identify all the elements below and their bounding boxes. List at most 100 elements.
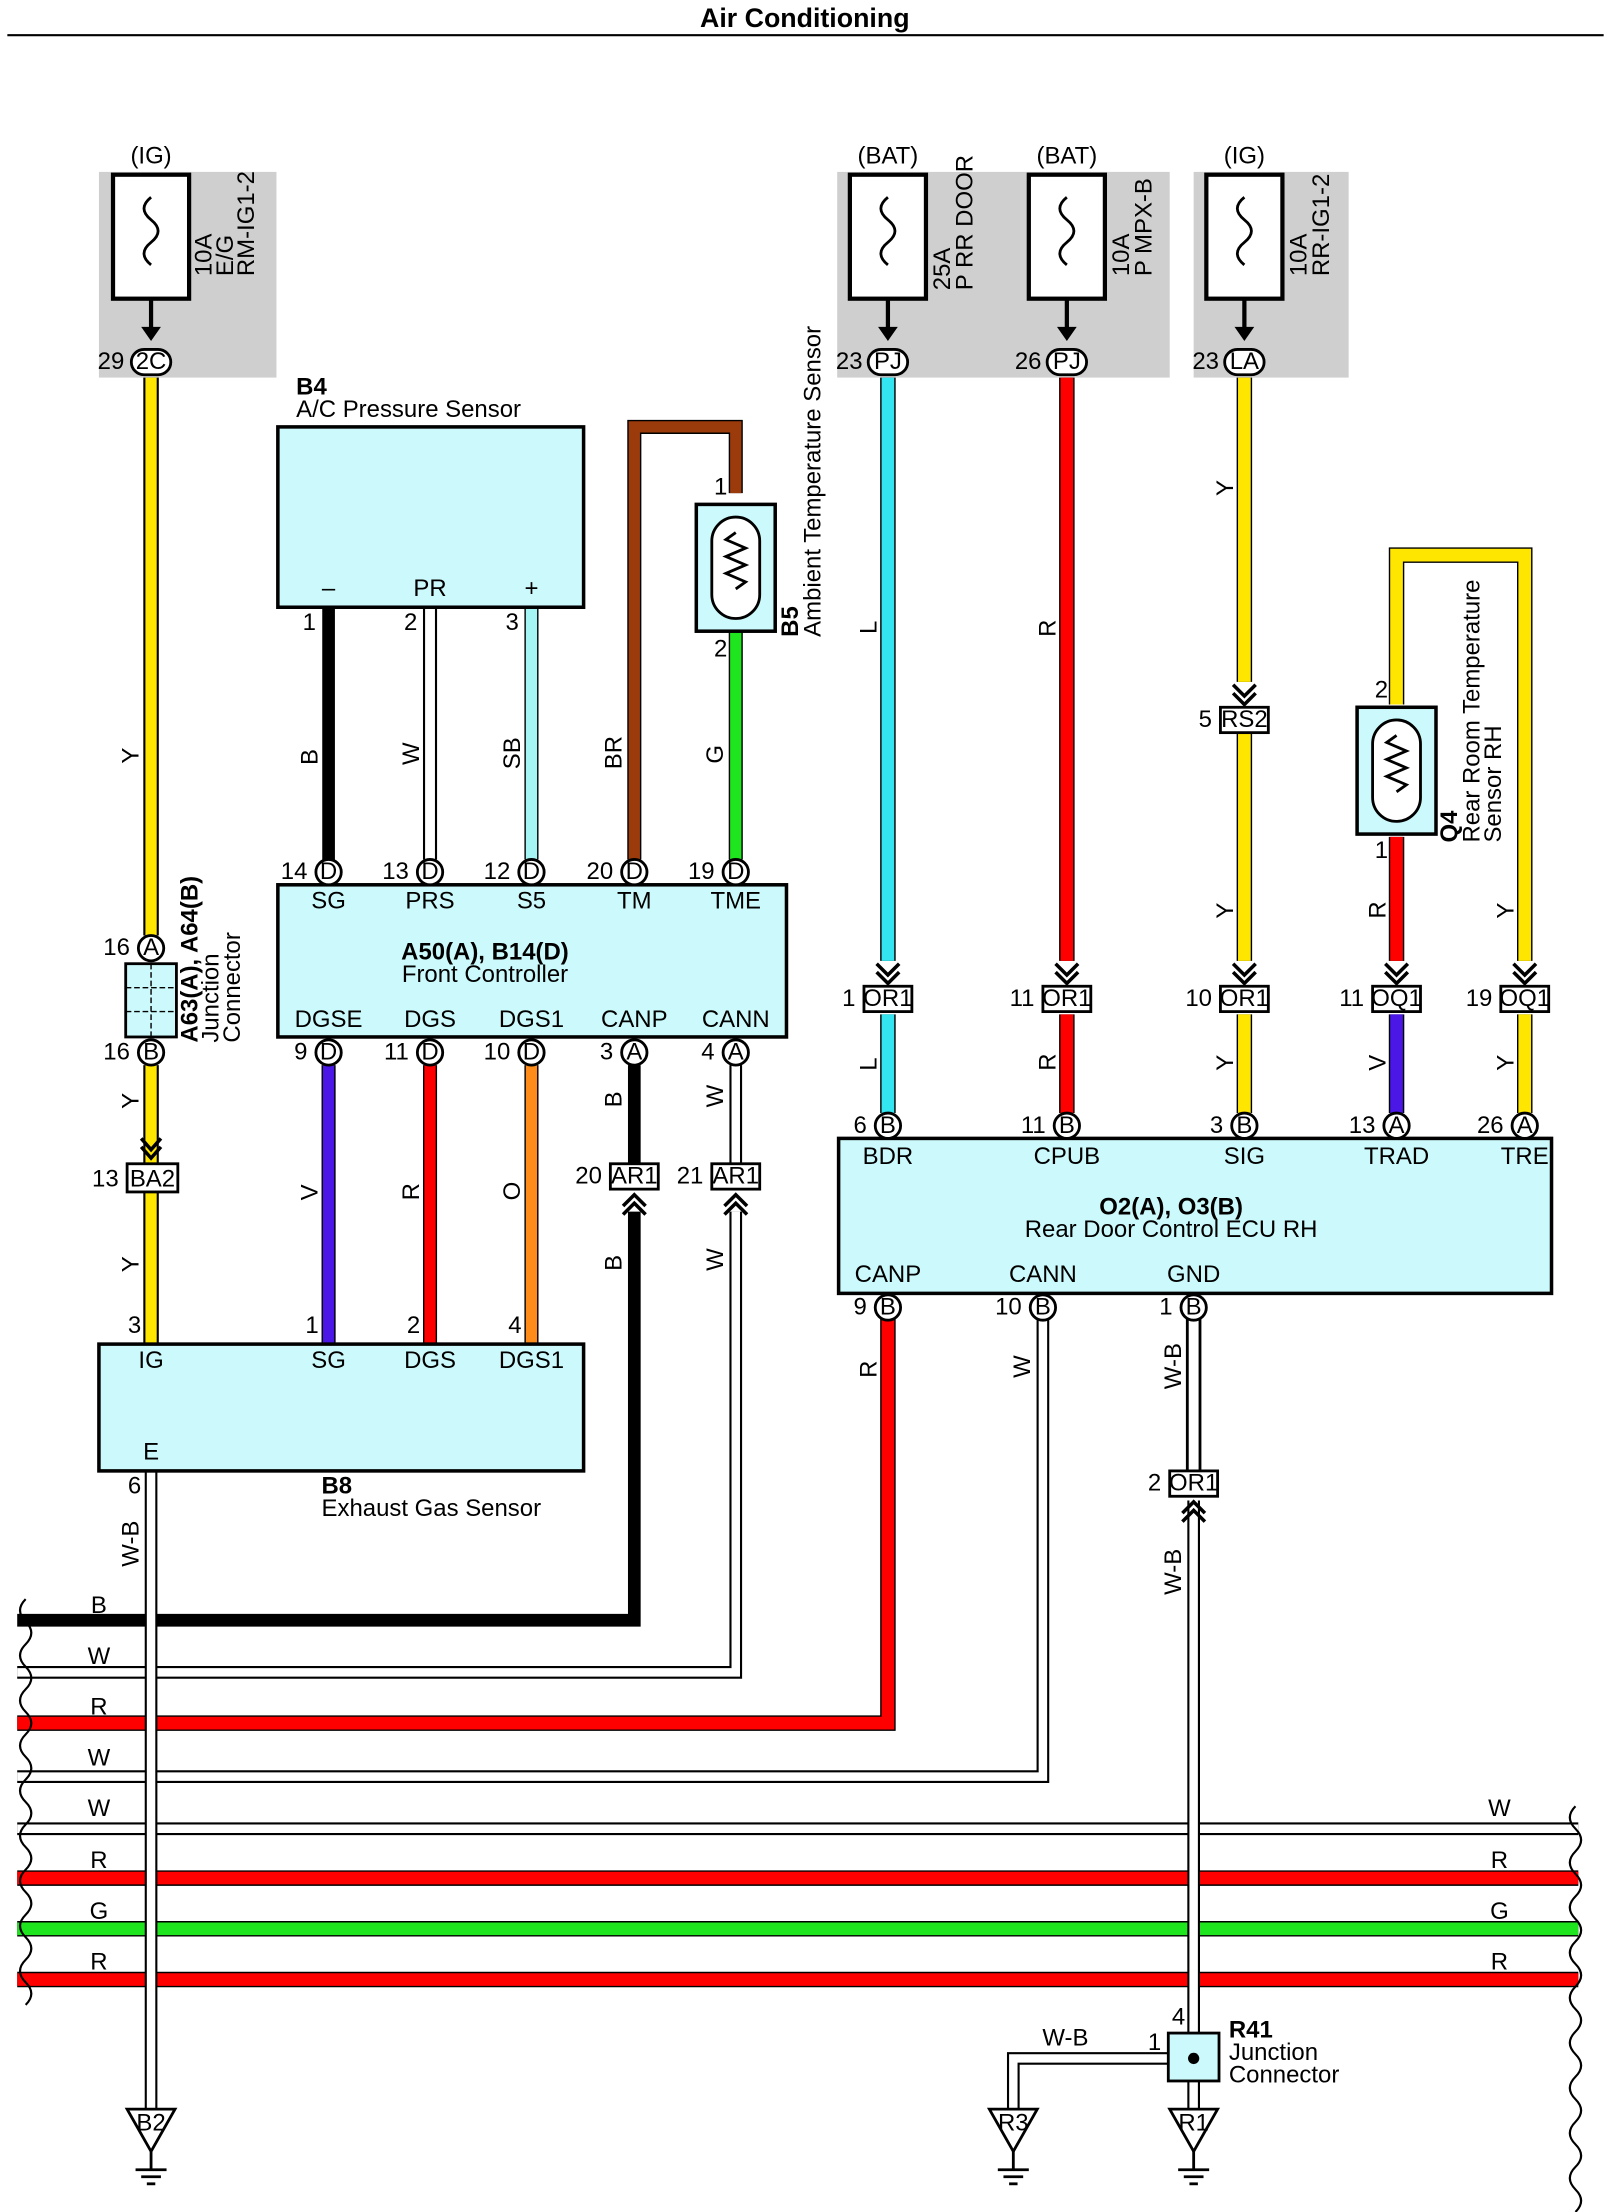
svg-text:SG: SG: [311, 888, 346, 915]
svg-text:OR1: OR1: [1042, 985, 1091, 1012]
grounds: B2 R3 R1: [124, 2107, 1221, 2186]
svg-text:CANP: CANP: [601, 1006, 668, 1033]
svg-text:Front Controller: Front Controller: [402, 961, 568, 988]
svg-text:SIG: SIG: [1224, 1143, 1265, 1170]
svg-text:S5: S5: [517, 888, 546, 915]
fuse-supply: (IG): [130, 142, 171, 169]
svg-text:2: 2: [404, 609, 417, 636]
svg-text:1: 1: [1159, 1294, 1172, 1321]
svg-text:RR-IG1-2: RR-IG1-2: [1308, 174, 1335, 276]
rear-door-control-ecu: O2(A), O3(B) Rear Door Control ECU RH BD…: [836, 1111, 1554, 1322]
svg-text:RS2: RS2: [1221, 706, 1268, 733]
svg-text:3: 3: [505, 609, 518, 636]
svg-text:Q4: Q4: [1436, 810, 1463, 843]
svg-text:R41: R41: [1229, 2016, 1273, 2043]
svg-text:AR1: AR1: [712, 1162, 759, 1189]
svg-text:10: 10: [995, 1294, 1022, 1321]
svg-text:D: D: [523, 1039, 540, 1066]
svg-text:PJ: PJ: [874, 348, 902, 375]
wires: [17, 377, 1579, 2110]
fuse-icon: [1058, 196, 1076, 266]
svg-text:RM-IG1-2: RM-IG1-2: [233, 171, 260, 276]
svg-text:W: W: [88, 1643, 111, 1670]
svg-text:R: R: [1035, 1053, 1062, 1070]
svg-text:A: A: [1517, 1112, 1533, 1139]
svg-text:W: W: [1009, 1355, 1036, 1378]
diagram-title: Air Conditioning: [700, 3, 909, 33]
svg-text:Connector: Connector: [1229, 2061, 1339, 2088]
svg-text:29: 29: [98, 348, 125, 375]
svg-text:(IG): (IG): [1224, 142, 1265, 169]
connector-or1-r: OR1 11: [1010, 962, 1093, 1014]
svg-text:O: O: [499, 1182, 526, 1201]
svg-text:DGS1: DGS1: [499, 1006, 564, 1033]
svg-text:B: B: [601, 1091, 628, 1107]
wire-labels: Y Y Y B W SB BR G V R O B W B W W-B L R …: [117, 480, 1519, 2052]
svg-text:16: 16: [103, 1039, 130, 1066]
fuse-ig-left: (IG) 10A E/G RM-IG1-2 29 2C: [98, 142, 260, 377]
connector-oq1-b: OQ1 19: [1466, 962, 1551, 1014]
svg-text:A63(A), A64(B): A63(A), A64(B): [177, 876, 204, 1043]
svg-text:3: 3: [128, 1312, 141, 1339]
svg-text:W: W: [88, 1744, 111, 1771]
svg-text:R1: R1: [1178, 2109, 1209, 2136]
svg-text:R: R: [90, 1694, 107, 1721]
svg-text:DGS: DGS: [404, 1006, 456, 1033]
front-bottom-terms: DGSE DGS DGS1 CANP CANN 9 11 10 3 4 D D …: [294, 1006, 770, 1067]
fuse-ig-rr: (IG) 10A RR-IG1-2 23 LA: [1192, 142, 1335, 377]
svg-text:OR1: OR1: [1220, 985, 1269, 1012]
svg-text:G: G: [1490, 1898, 1509, 1925]
fuse-icon: [1235, 196, 1253, 266]
svg-text:1: 1: [714, 474, 727, 501]
svg-text:2: 2: [407, 1312, 420, 1339]
svg-text:PR: PR: [413, 575, 446, 602]
front-controller: A50(A), B14(D) Front Controller SG PRS S…: [276, 858, 789, 1067]
svg-text:Y: Y: [117, 1256, 144, 1272]
svg-text:Y: Y: [117, 1093, 144, 1109]
svg-text:26: 26: [1015, 348, 1042, 375]
svg-text:+: +: [524, 575, 538, 602]
svg-text:(BAT): (BAT): [1036, 142, 1097, 169]
ground-b2: B2: [124, 2107, 178, 2186]
svg-text:11: 11: [384, 1039, 409, 1066]
svg-text:R: R: [90, 1847, 107, 1874]
svg-text:13: 13: [382, 858, 409, 885]
svg-text:11: 11: [1010, 985, 1035, 1012]
svg-text:A: A: [728, 1039, 744, 1066]
svg-text:1: 1: [1148, 2029, 1161, 2056]
svg-text:B4: B4: [296, 373, 327, 400]
svg-text:R: R: [856, 1361, 883, 1378]
svg-text:13: 13: [1349, 1112, 1376, 1139]
svg-text:E: E: [143, 1439, 159, 1466]
svg-text:O2(A), O3(B): O2(A), O3(B): [1099, 1193, 1243, 1220]
svg-text:13: 13: [92, 1165, 119, 1192]
svg-text:2C: 2C: [136, 348, 167, 375]
svg-text:B: B: [880, 1112, 896, 1139]
connector-or1-y: OR1 10: [1185, 962, 1270, 1014]
svg-text:R: R: [398, 1183, 425, 1200]
svg-text:26: 26: [1477, 1112, 1504, 1139]
svg-text:D: D: [523, 858, 540, 885]
svg-text:SG: SG: [311, 1347, 346, 1374]
svg-text:R: R: [1035, 620, 1062, 637]
svg-text:GND: GND: [1167, 1261, 1220, 1288]
connector-rs2: RS2 5: [1199, 683, 1270, 735]
svg-text:CANP: CANP: [855, 1261, 922, 1288]
fuse-icon: [879, 196, 897, 266]
svg-text:4: 4: [508, 1312, 521, 1339]
svg-text:4: 4: [701, 1039, 714, 1066]
svg-text:20: 20: [575, 1162, 602, 1189]
svg-text:11: 11: [1021, 1112, 1046, 1139]
svg-text:25A: 25A: [929, 248, 956, 291]
svg-text:A: A: [1389, 1112, 1405, 1139]
svg-text:W-B: W-B: [1042, 2025, 1088, 2052]
ground-r1: R1: [1167, 2107, 1221, 2186]
svg-text:6: 6: [128, 1472, 141, 1499]
svg-text:10: 10: [1185, 985, 1212, 1012]
svg-text:E/G: E/G: [212, 235, 239, 276]
svg-text:R: R: [90, 1949, 107, 1976]
ac-pressure-sensor: B4 A/C Pressure Sensor – PR + 1 2 3: [276, 373, 586, 636]
svg-text:W-B: W-B: [117, 1521, 144, 1567]
svg-text:14: 14: [281, 858, 308, 885]
svg-text:3: 3: [1210, 1112, 1223, 1139]
